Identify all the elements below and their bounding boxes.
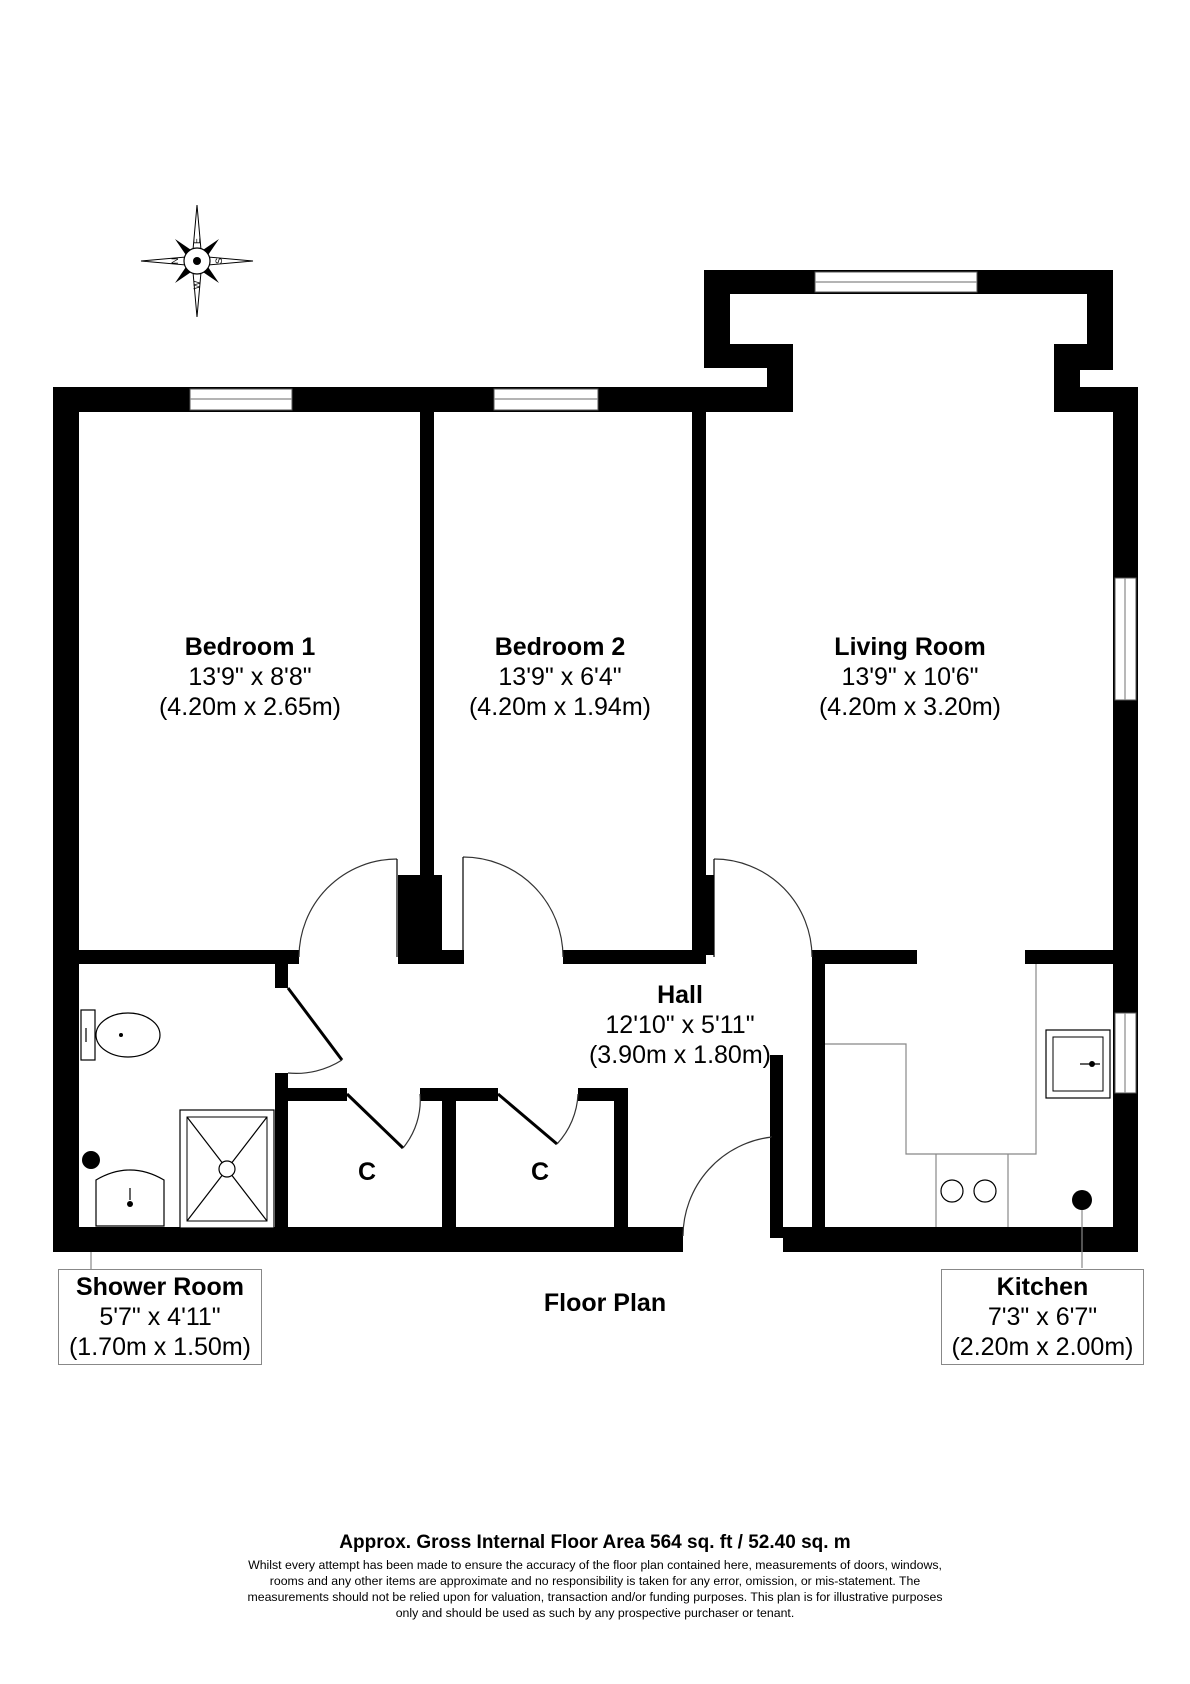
disclaimer-line: rooms and any other items are approximat… — [269, 1573, 921, 1588]
cupboard-2-label: C — [531, 1158, 550, 1186]
soil-stack-icon — [82, 1151, 100, 1169]
living-room-label: Living Room 13'9" x 10'6" (4.20m x 3.20m… — [795, 632, 1025, 722]
compass-south-label: S — [214, 258, 224, 264]
outer-walls — [53, 270, 1138, 1252]
gross-floor-area: Approx. Gross Internal Floor Area 564 sq… — [339, 1532, 851, 1553]
compass-east-label: E — [192, 238, 202, 244]
kitchen-sink-icon — [1045, 1029, 1111, 1099]
bedroom2-metric: (4.20m x 1.94m) — [468, 693, 651, 721]
kitchen-name: Kitchen — [996, 1273, 1089, 1301]
compass-west-label: W — [192, 280, 202, 289]
living-room-imperial: 13'9" x 10'6" — [841, 663, 979, 691]
shower-tray-icon — [179, 1109, 275, 1229]
hall-metric: (3.90m x 1.80m) — [588, 1041, 771, 1069]
bedroom1-name: Bedroom 1 — [184, 633, 316, 661]
toilet-icon — [80, 1009, 161, 1061]
hall-imperial: 12'10" x 5'11" — [605, 1011, 755, 1039]
shower-room-label: Shower Room 5'7" x 4'11" (1.70m x 1.50m) — [58, 1269, 262, 1365]
disclaimer-line: Whilst every attempt has been made to en… — [248, 1558, 942, 1572]
bedroom2-label: Bedroom 2 13'9" x 6'4" (4.20m x 1.94m) — [450, 632, 670, 722]
cupboard-1-label: C — [358, 1158, 377, 1186]
disclaimer-line: only and should be used as such by any p… — [395, 1605, 795, 1620]
hob-icon — [940, 1179, 997, 1203]
shower-room-metric: (1.70m x 1.50m) — [68, 1333, 251, 1361]
disclaimer: Whilst every attempt has been made to en… — [180, 1558, 1010, 1622]
footer: Approx. Gross Internal Floor Area 564 sq… — [180, 1532, 1010, 1622]
shower-room-fixtures — [80, 1009, 275, 1270]
hall-name: Hall — [657, 981, 703, 1009]
plan-title: Floor Plan — [543, 1289, 667, 1317]
compass-rose-icon: E S W N — [140, 204, 254, 318]
doors — [286, 856, 813, 1237]
bedroom1-imperial: 13'9" x 8'8" — [188, 663, 312, 691]
shower-room-name: Shower Room — [75, 1273, 245, 1301]
kitchen-metric: (2.20m x 2.00m) — [951, 1333, 1134, 1361]
boiler-icon — [1072, 1190, 1092, 1210]
living-room-name: Living Room — [834, 633, 986, 661]
kitchen-label: Kitchen 7'3" x 6'7" (2.20m x 2.00m) — [941, 1269, 1144, 1365]
bedroom2-imperial: 13'9" x 6'4" — [498, 663, 622, 691]
compass-north-label: N — [170, 258, 180, 265]
bedroom1-label: Bedroom 1 13'9" x 8'8" (4.20m x 2.65m) — [140, 632, 360, 722]
bedroom2-name: Bedroom 2 — [494, 633, 626, 661]
hall-label: Hall 12'10" x 5'11" (3.90m x 1.80m) — [570, 980, 790, 1070]
disclaimer-line: measurements should not be relied upon f… — [247, 1589, 943, 1604]
interior-walls — [79, 410, 1125, 1238]
kitchen-imperial: 7'3" x 6'7" — [987, 1303, 1098, 1331]
shower-room-imperial: 5'7" x 4'11" — [99, 1303, 221, 1331]
windows — [189, 271, 1137, 1094]
living-room-metric: (4.20m x 3.20m) — [818, 693, 1001, 721]
bedroom1-metric: (4.20m x 2.65m) — [158, 693, 341, 721]
kitchen-fixtures — [825, 964, 1111, 1268]
basin-icon — [95, 1169, 165, 1227]
